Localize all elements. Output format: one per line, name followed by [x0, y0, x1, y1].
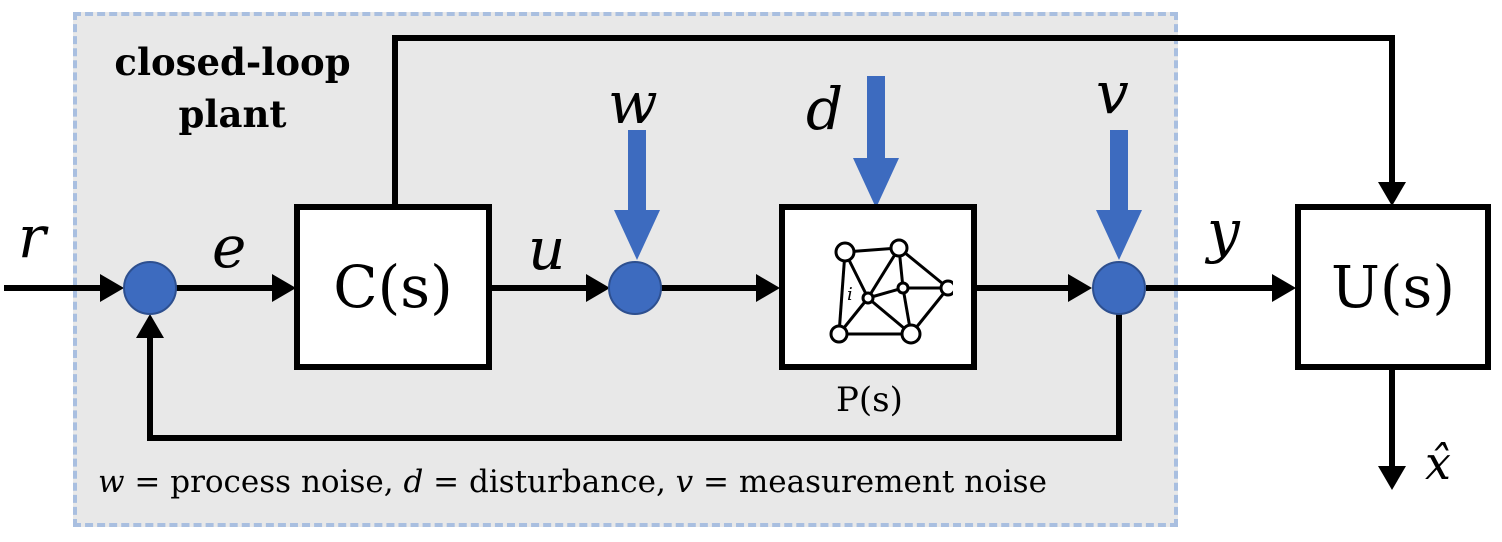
feedback-path	[136, 314, 1122, 441]
legend-d-text: disturbance	[469, 464, 656, 500]
signal-v: v	[1096, 59, 1129, 127]
controller-block: C(s)	[294, 204, 492, 370]
region-title: closed-loop plant	[114, 40, 351, 136]
controller-to-observer-path	[392, 35, 1406, 206]
arrow-y-to-observer	[1146, 274, 1296, 302]
signal-u: u	[528, 215, 566, 283]
signal-e: e	[212, 213, 247, 281]
arrow-to-plant	[660, 274, 780, 302]
legend-v-symbol: v	[675, 464, 694, 500]
legend: w = process noise, d = disturbance, v = …	[98, 464, 1047, 500]
measurement-noise-arrow	[1096, 130, 1142, 260]
legend-w-symbol: w	[98, 464, 125, 500]
legend-w-text: process noise	[170, 464, 384, 500]
observer-label: U(s)	[1331, 253, 1455, 321]
process-noise-arrow	[614, 130, 660, 260]
observer-block: U(s)	[1295, 204, 1491, 370]
arrow-to-estimate	[1378, 370, 1406, 490]
signal-x-hat: x̂	[1425, 436, 1451, 490]
legend-d-symbol: d	[403, 464, 424, 500]
signal-r: r	[18, 203, 46, 271]
signal-w: w	[608, 69, 658, 137]
arrow-r-to-sum	[4, 274, 124, 302]
summing-junction-input	[608, 261, 662, 315]
arrow-u-to-sum	[492, 274, 610, 302]
network-graph-icon: i	[829, 238, 953, 345]
disturbance-arrow	[853, 76, 899, 208]
legend-v-text: measurement noise	[738, 464, 1047, 500]
summing-junction-output	[1092, 261, 1146, 315]
summing-junction-error	[123, 261, 177, 315]
plant-block: i	[779, 204, 977, 370]
controller-label: C(s)	[333, 253, 453, 321]
arrow-e-to-controller	[176, 274, 296, 302]
signal-d: d	[806, 75, 844, 143]
plant-label: P(s)	[836, 380, 903, 420]
node-label: i	[847, 284, 853, 305]
arrow-plant-to-sum	[977, 274, 1092, 302]
signal-y: y	[1207, 197, 1240, 265]
